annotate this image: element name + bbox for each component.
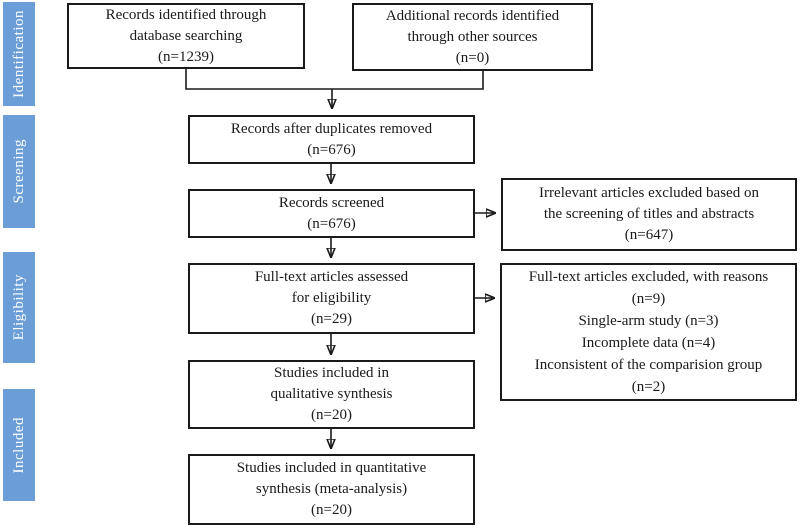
box-fulltext-excluded-reasons: Full-text articles excluded, with reason… — [500, 263, 797, 401]
box-irrelevant-articles-excluded: Irrelevant articles excluded based on th… — [501, 178, 797, 251]
connector-merge-top — [185, 69, 484, 90]
box-fulltext-assessed: Full-text articles assessed for eligibil… — [188, 263, 475, 334]
stage-band-identification: Identification — [3, 2, 35, 106]
stage-band-eligibility: Eligibility — [3, 252, 35, 363]
stage-label-screening: Screening — [10, 139, 27, 204]
box-records-screened: Records screened (n=676) — [188, 189, 475, 238]
stage-label-included: Included — [10, 416, 27, 474]
box-quantitative-synthesis: Studies included in quantitative synthes… — [188, 454, 475, 525]
stage-band-screening: Screening — [3, 115, 35, 228]
box-records-identified-database: Records identified through database sear… — [67, 3, 305, 69]
stage-label-eligibility: Eligibility — [10, 274, 27, 341]
stage-band-included: Included — [3, 389, 35, 501]
box-records-after-duplicates-removed: Records after duplicates removed (n=676) — [188, 115, 475, 164]
stage-label-identification: Identification — [10, 10, 27, 98]
box-additional-records-other-sources: Additional records identified through ot… — [352, 3, 593, 71]
box-qualitative-synthesis: Studies included in qualitative synthesi… — [188, 360, 475, 429]
